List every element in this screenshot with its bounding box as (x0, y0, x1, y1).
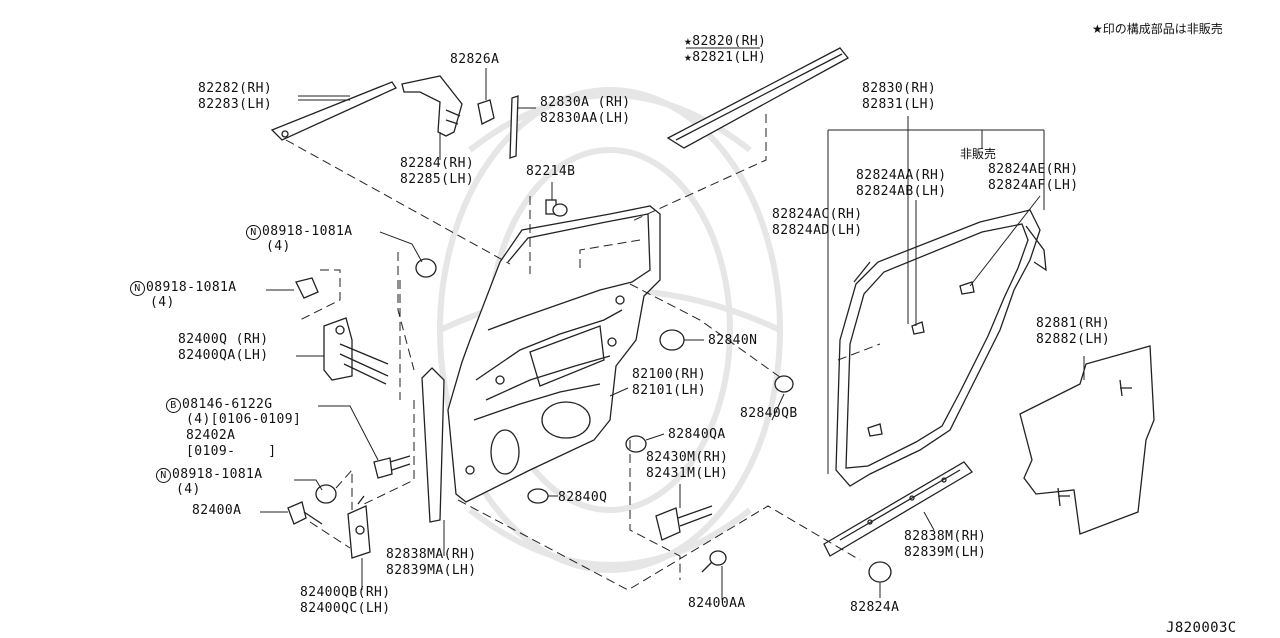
part-82101: 82101(LH) (632, 383, 707, 398)
sill-strip (823, 461, 973, 557)
part-82402a: 82402A (186, 428, 236, 443)
part-82400qb: 82400QB(RH) (300, 585, 391, 600)
part-82838m: 82838M(RH) (904, 529, 987, 544)
part-08918-1081a: 08918-1081A (146, 280, 237, 295)
part-82824af: 82824AF(LH) (988, 178, 1079, 193)
nut-qty-2: (4) (150, 295, 175, 310)
part-82402a-range: [0109- ] (186, 444, 277, 459)
door-check-link (655, 505, 713, 541)
part-82100: 82100(RH) (632, 367, 707, 382)
part-82840qb: 82840QB (740, 406, 798, 421)
part-82400qa: 82400QA(LH) (178, 348, 269, 363)
bolt-82400a (287, 501, 323, 525)
part-82838ma: 82838MA(RH) (386, 547, 477, 562)
nut-symbol: N (246, 225, 261, 240)
sealing-screen (1019, 345, 1155, 535)
part-82839ma: 82839MA(LH) (386, 563, 477, 578)
part-82826a: 82826A (450, 52, 500, 67)
part-82881: 82881(RH) (1036, 316, 1111, 331)
part-82824a: 82824A (850, 600, 900, 615)
part-82824ab: 82824AB(LH) (856, 184, 947, 199)
part-82400qc: 82400QC(LH) (300, 601, 391, 616)
nuts (295, 258, 437, 504)
hinge-lower (347, 495, 371, 559)
part-82830aa: 82830AA(LH) (540, 111, 631, 126)
part-82431m: 82431M(LH) (646, 466, 729, 481)
front-sash-strip (421, 367, 445, 523)
nut-qty-1: (4) (266, 239, 291, 254)
leader-lines (260, 47, 1085, 600)
door-weatherstrip (835, 209, 1047, 487)
nut-symbol: N (130, 281, 145, 296)
clip-82214b (545, 199, 568, 217)
part-08918-1081a: 08918-1081A (172, 467, 263, 482)
clip-82826a (477, 99, 495, 125)
part-08918-1081a: 08918-1081A (262, 224, 353, 239)
part-82840q: 82840Q (558, 490, 608, 505)
bolt-82400aa (701, 550, 727, 573)
part-82285: 82285(LH) (400, 172, 475, 187)
outer-moulding (666, 47, 849, 149)
part-82284: 82284(RH) (400, 156, 475, 171)
part-82840qa: 82840QA (668, 427, 726, 442)
part-82400q: 82400Q (RH) (178, 332, 269, 347)
part-82283: 82283(LH) (198, 97, 273, 112)
part-82830: 82830(RH) (862, 81, 937, 96)
not-for-sale-label: 非販売 (960, 147, 997, 161)
door-panel (447, 205, 661, 503)
part-82400aa: 82400AA (688, 596, 746, 611)
window-run-upper (270, 81, 397, 141)
nut-symbol: N (156, 468, 171, 483)
part-82282: 82282(RH) (198, 81, 273, 96)
hinge-upper (323, 317, 389, 385)
part-08146-6122g: 08146-6122G (182, 397, 273, 412)
nut-qty-3: (4) (176, 482, 201, 497)
weatherstrip-clips (867, 281, 975, 437)
part-82824ac: 82824AC(RH) (772, 207, 863, 222)
diagram-code: J820003C (1166, 620, 1237, 636)
part-82824ae: 82824AE(RH) (988, 162, 1079, 177)
part-82214b: 82214B (526, 164, 576, 179)
part-82839m: 82839M(LH) (904, 545, 987, 560)
assembly-lines (285, 114, 881, 591)
part-82430m: 82430M(RH) (646, 450, 729, 465)
corner-sash-piece (401, 75, 463, 137)
bolt-symbol: B (166, 398, 181, 413)
part-82821: ★82821(LH) (684, 50, 767, 65)
part-82820: ★82820(RH) (684, 34, 767, 49)
bolt-qty-range: (4)[0106-0109] (186, 412, 302, 427)
part-82824aa: 82824AA(RH) (856, 168, 947, 183)
non-sale-note: ★印の構成部品は非販売 (1092, 22, 1223, 36)
part-82831: 82831(LH) (862, 97, 937, 112)
part-82824ad: 82824AD(LH) (772, 223, 863, 238)
bolt-82402a (373, 455, 411, 479)
strip-82830a (509, 95, 519, 159)
part-82400a: 82400A (192, 503, 242, 518)
part-82882: 82882(LH) (1036, 332, 1111, 347)
part-82830a: 82830A (RH) (540, 95, 631, 110)
part-82840n: 82840N (708, 333, 758, 348)
